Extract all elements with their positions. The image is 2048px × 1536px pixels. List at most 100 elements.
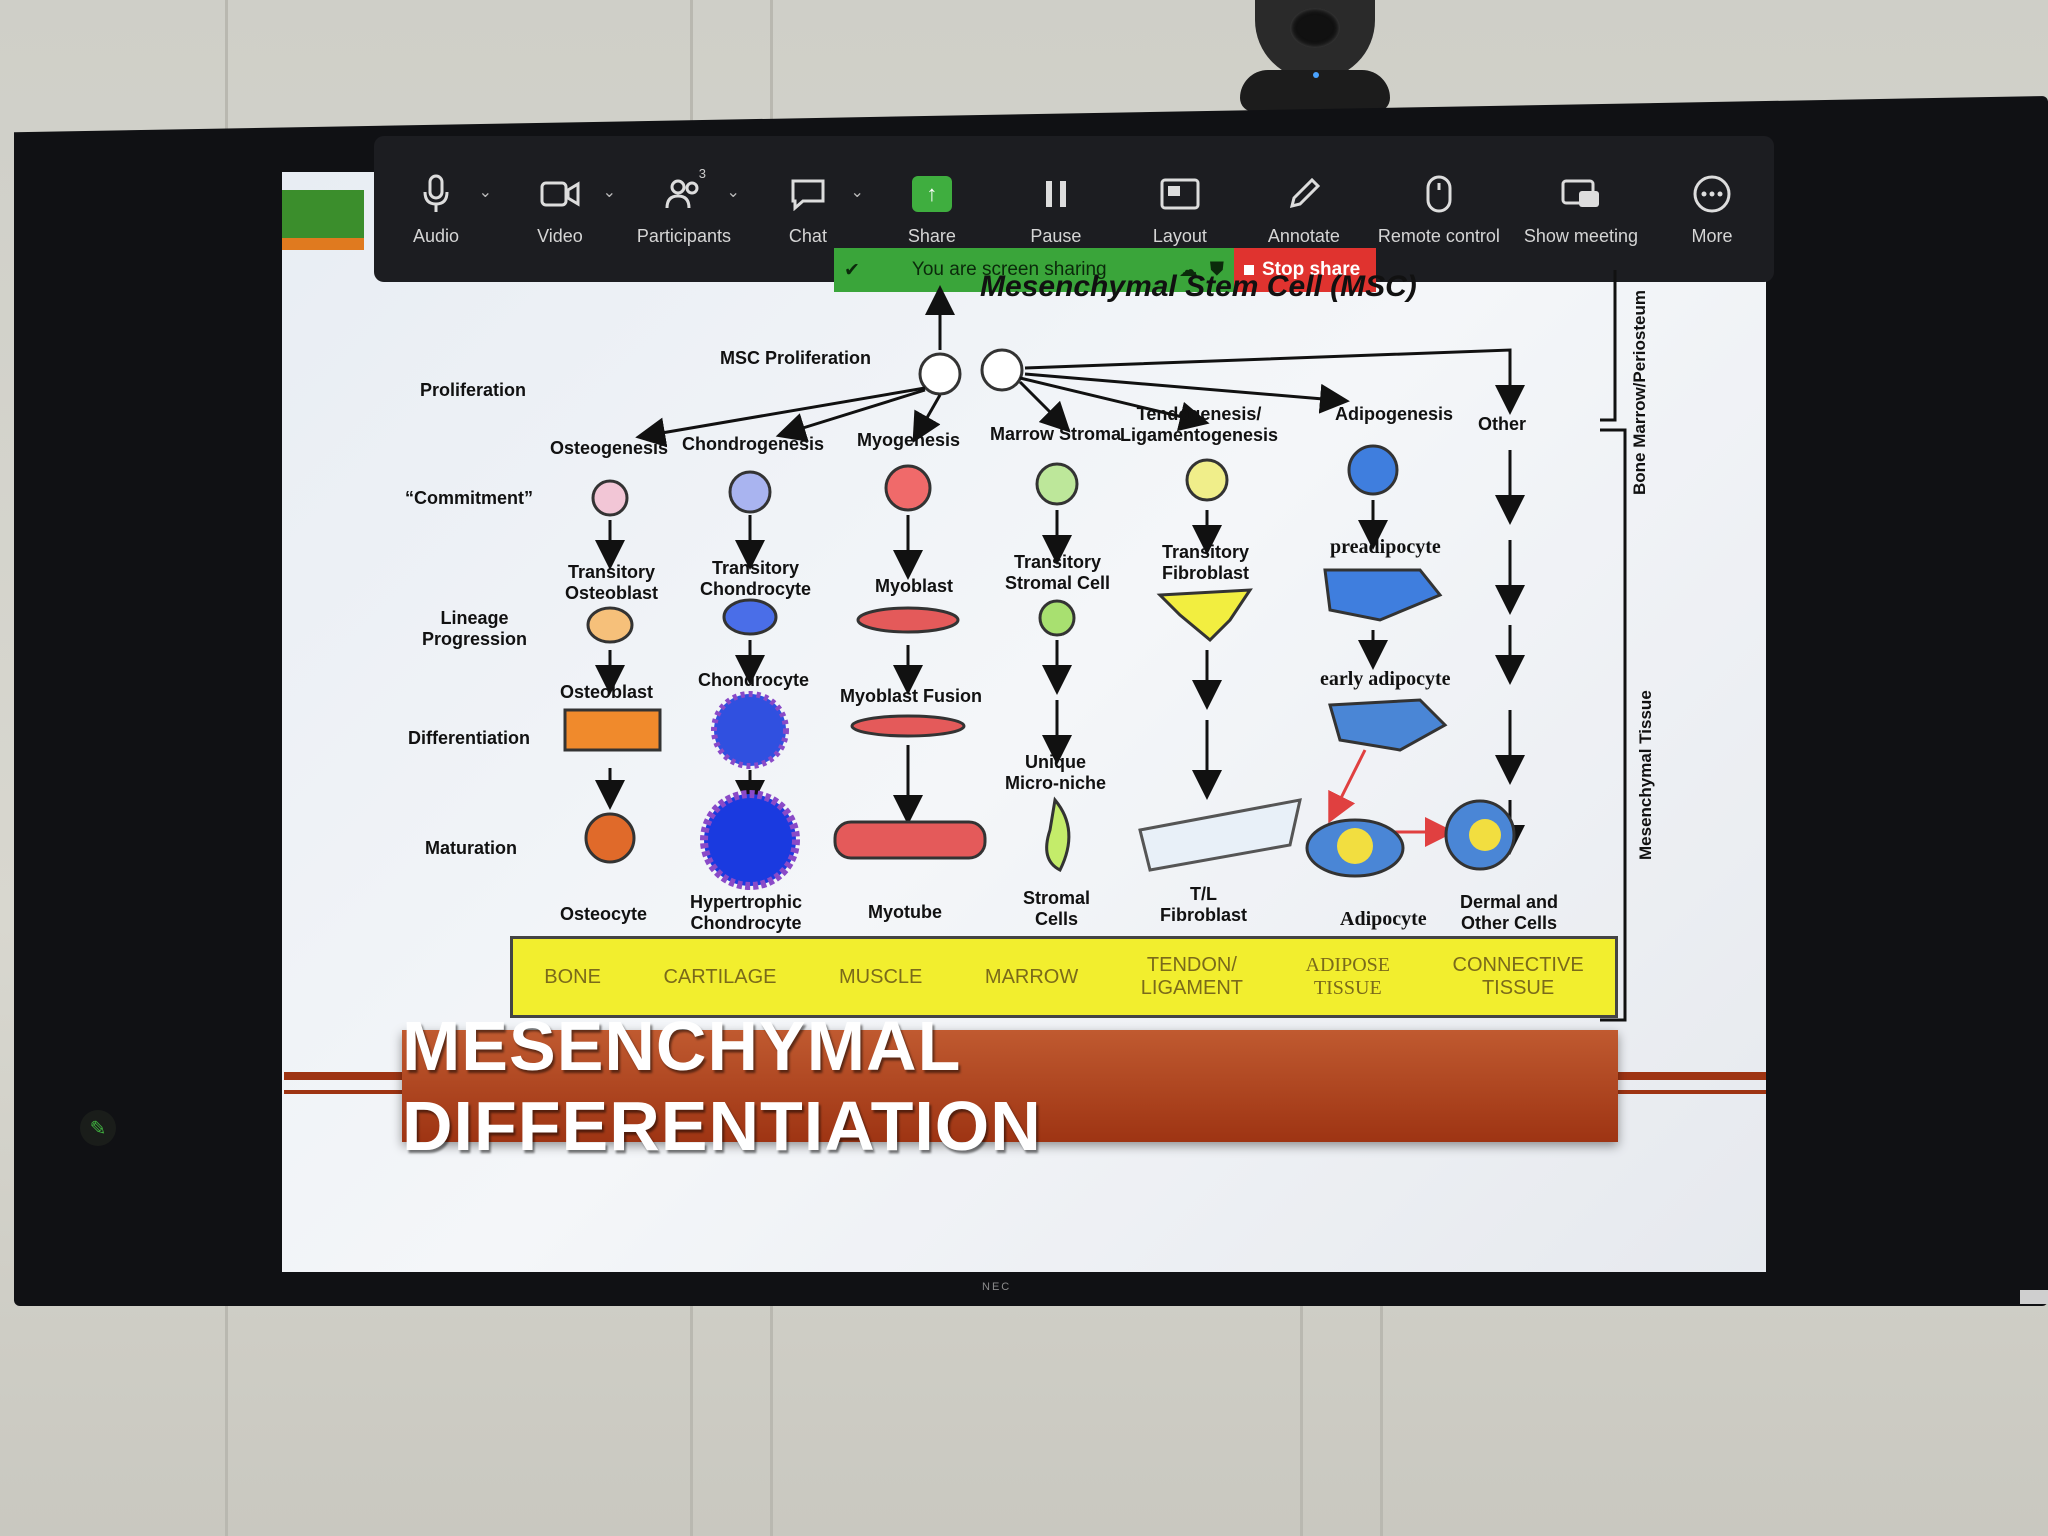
show-meeting-button[interactable]: Show meeting	[1524, 172, 1638, 247]
msc-proliferation-label: MSC Proliferation	[720, 348, 872, 368]
chondro-progenitor	[728, 470, 772, 514]
tissue-band: BONE CARTILAGE MUSCLE MARROW TENDON/ LIG…	[510, 936, 1618, 1018]
cell-label: Osteoblast	[560, 682, 654, 702]
osteoblast-cell	[586, 606, 634, 644]
sharing-status: You are screen sharing	[911, 259, 1107, 280]
slide-title-banner: MESENCHYMAL DIFFERENTIATION	[402, 1007, 1618, 1165]
adipo-progenitor	[1347, 444, 1399, 496]
stage-label: “Commitment”	[405, 488, 534, 508]
pathway-label: Tendogenesis/ Ligamentogenesis	[1120, 404, 1279, 445]
fat-droplet	[1469, 819, 1501, 851]
stage-label: Differentiation	[408, 728, 531, 748]
pathway-label: Osteogenesis	[550, 438, 669, 458]
tissue-label: BONE	[544, 965, 601, 988]
early-adipocyte-cell	[1328, 698, 1448, 752]
cell-label: T/L Fibroblast	[1160, 884, 1248, 925]
more-button[interactable]: More	[1662, 172, 1762, 247]
diagram-arrows	[563, 270, 1627, 1022]
participants-button[interactable]: 3 ⌄ Participants	[634, 166, 740, 247]
banner-stripe	[284, 1090, 402, 1094]
chevron-down-icon[interactable]: ⌄	[478, 183, 492, 201]
layout-icon	[1158, 172, 1202, 216]
stop-share-button[interactable]: Stop share	[1234, 248, 1376, 292]
camera-icon	[538, 172, 582, 216]
banner-stripe	[1618, 1090, 1766, 1094]
more-icon	[1690, 172, 1734, 216]
cell-label: Myoblast Fusion	[840, 686, 983, 706]
mouse-icon	[1417, 172, 1461, 216]
pathway-label: Myogenesis	[857, 430, 961, 450]
cloud-icon: ☁	[1178, 259, 1198, 281]
myoblast-fusion-cells	[850, 714, 966, 738]
stage-label: Proliferation	[420, 380, 527, 400]
annotate-label: Annotate	[1267, 225, 1340, 246]
cell-label: Osteocyte	[560, 904, 648, 924]
tissue-label: MUSCLE	[839, 965, 923, 988]
tissue-label: CONNECTIVE TISSUE	[1452, 954, 1584, 999]
osteo-progenitor	[591, 479, 629, 517]
show-meeting-label: Show meeting	[1523, 225, 1638, 246]
audio-button[interactable]: ⌄ Audio	[386, 172, 492, 247]
hypertrophic-chondrocyte-cell	[700, 790, 800, 890]
diagram-title: Mesenchymal Stem Cell (MSC)	[980, 270, 1417, 303]
pause-label: Pause	[1030, 225, 1082, 246]
wall-seam	[1380, 1300, 1383, 1536]
cell-label: preadipocyte	[1330, 536, 1441, 558]
msc-cell	[918, 352, 962, 396]
participants-icon	[662, 172, 706, 216]
chevron-down-icon[interactable]: ⌄	[726, 183, 740, 201]
tissue-label: ADIPOSE TISSUE	[1305, 954, 1390, 999]
window-icon	[1559, 172, 1603, 216]
preadipocyte-cell	[1323, 568, 1443, 622]
cell-label: Chondrocyte	[698, 670, 810, 690]
video-button[interactable]: ⌄ Video	[510, 172, 616, 247]
osteoblast-layer	[563, 708, 662, 752]
cell-label: Stromal Cells	[1023, 888, 1091, 929]
side-label: Bone Marrow/Periosteum	[1630, 290, 1649, 495]
pause-button[interactable]: Pause	[1006, 172, 1106, 247]
tl-fibroblast-cell	[1138, 798, 1302, 872]
chondrocyte-matrix	[711, 691, 789, 769]
screen-sharing-bar[interactable]: ✔ You are screen sharing ☁ ⛊	[834, 248, 1234, 292]
chondrocyte-cell	[722, 598, 778, 636]
pathway-label: Adipogenesis	[1335, 404, 1454, 424]
myotube-cell	[833, 820, 987, 860]
chevron-down-icon[interactable]: ⌄	[850, 183, 864, 201]
cell-label: Hypertrophic Chondrocyte	[690, 892, 803, 933]
chevron-down-icon[interactable]: ⌄	[602, 183, 616, 201]
chat-button[interactable]: ⌄ Chat	[758, 172, 864, 247]
tendon-progenitor	[1185, 458, 1229, 502]
fat-droplets	[1337, 828, 1373, 864]
cell-label: Myotube	[868, 902, 942, 922]
stop-share-label: Stop share	[1262, 259, 1361, 280]
tissue-label: TENDON/ LIGAMENT	[1140, 954, 1244, 999]
cell-label: Myoblast	[875, 576, 954, 596]
banner-stripe	[1618, 1072, 1766, 1080]
stromal-cell-mature	[1045, 796, 1071, 873]
cell-label: Dermal and Other Cells	[1460, 892, 1559, 933]
microphone-icon	[414, 172, 458, 216]
cell-label: Transitory Chondrocyte	[700, 558, 812, 599]
side-label: Mesenchymal Tissue	[1636, 690, 1655, 860]
osteocyte-cell	[584, 812, 636, 864]
cell-label: early adipocyte	[1320, 668, 1451, 690]
pause-icon	[1034, 172, 1078, 216]
slide-accent	[282, 238, 364, 250]
pencil-icon[interactable]: ✎	[80, 1110, 116, 1146]
pin-icon[interactable]: ✔	[844, 259, 860, 281]
banner-stripe	[284, 1072, 402, 1080]
stage-label: Maturation	[425, 838, 517, 858]
share-button[interactable]: ↑ Share	[882, 172, 982, 247]
pathway-label: Chondrogenesis	[682, 434, 825, 454]
remote-control-button[interactable]: Remote control	[1378, 172, 1500, 247]
conference-camera	[1240, 0, 1390, 118]
more-label: More	[1691, 225, 1733, 246]
pathway-label: Marrow Stroma	[990, 424, 1122, 444]
slide-accent	[282, 190, 364, 245]
msc-cell	[980, 348, 1024, 392]
layout-button[interactable]: Layout	[1130, 172, 1230, 247]
annotate-button[interactable]: Annotate	[1254, 172, 1354, 247]
tissue-label: CARTILAGE	[663, 965, 777, 988]
wall-seam	[1300, 1300, 1303, 1536]
pencil-icon	[1282, 172, 1326, 216]
